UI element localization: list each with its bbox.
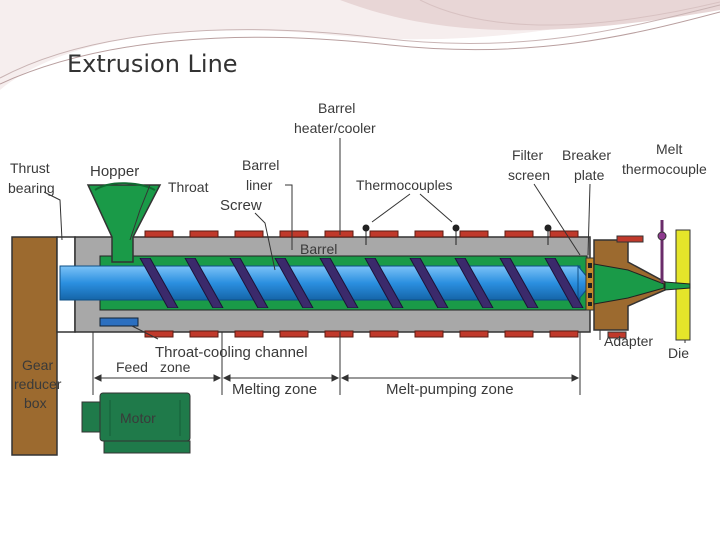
heater-band [414,230,444,238]
heater-label: heater/cooler [294,120,376,136]
heater-band [144,330,174,338]
screw-flight [409,258,449,308]
filter-screen-label: screen [508,167,550,183]
heater-band [279,330,309,338]
heater-band [279,230,309,238]
screw [59,265,581,301]
melt-pumping-zone-label: Melt-pumping zone [386,381,514,398]
screw-flight [229,258,269,308]
throat-cooling-channel [99,317,139,327]
gear-reducer-label: Gear [22,357,53,373]
heater-band [504,230,534,238]
die-label: Die [668,345,689,361]
heater-band [369,330,399,338]
motor-label: Motor [120,410,156,426]
heater-label: Barrel [318,100,355,116]
heater-band [324,230,354,238]
leader-lines [43,138,686,343]
filter-screen-label: Filter [512,147,543,163]
heater-band [414,330,444,338]
heater-band [324,330,354,338]
screw-flight [274,258,314,308]
barrel-label: Barrel [300,241,337,257]
gear-reducer-box [11,236,58,456]
title-banner-decoration [0,0,720,90]
screw-flight [544,258,584,308]
heater-bands [144,230,579,338]
feed-zone-label: Feed [116,359,148,375]
melting-zone-label: Melting zone [232,381,317,398]
extruder-diagram: Thrust bearing Hopper Throat Barrel line… [8,100,707,456]
heater-band [459,230,489,238]
screw-label: Screw [220,197,262,214]
heater-band [189,330,219,338]
breaker-plate-holes [588,263,592,306]
melt-thermocouple-label: thermocouple [622,161,707,177]
screw-flight [499,258,539,308]
screw-flight [139,258,179,308]
heater-band [234,230,264,238]
thermocouples [362,224,552,245]
gear-reducer-label: box [24,395,47,411]
melt-thermocouple [657,220,667,283]
motor [81,392,191,454]
heater-band [549,330,579,338]
hopper-label: Hopper [90,163,139,180]
screw-flight [319,258,359,308]
breaker-plate-label: plate [574,167,605,183]
thrust-bearing-label: Thrust [10,160,50,176]
heater-band [504,330,534,338]
screw-flight [454,258,494,308]
throat-cooling-label: Throat-cooling channel [155,344,308,361]
gear-reducer-label: reducer [14,376,62,392]
barrel-liner-label: liner [246,177,273,193]
zone-dimension-lines [92,332,581,395]
heater-band [459,330,489,338]
screw-flight [184,258,224,308]
slide-title: Extrusion Line [67,50,238,78]
thermocouples-label: Thermocouples [356,177,453,193]
barrel-liner-label: Barrel [242,157,279,173]
melt-thermocouple-label: Melt [656,141,683,157]
screw-flight [364,258,404,308]
screw-flights [139,258,584,308]
heater-band [189,230,219,238]
heater-band [369,230,399,238]
heater-band [549,230,579,238]
throat-label: Throat [168,179,209,195]
heater-band [234,330,264,338]
breaker-plate-label: Breaker [562,147,611,163]
adapter-label: Adapter [604,333,653,349]
heater-band [144,230,174,238]
feed-zone-label: zone [160,359,191,375]
thrust-bearing-label: bearing [8,180,55,196]
